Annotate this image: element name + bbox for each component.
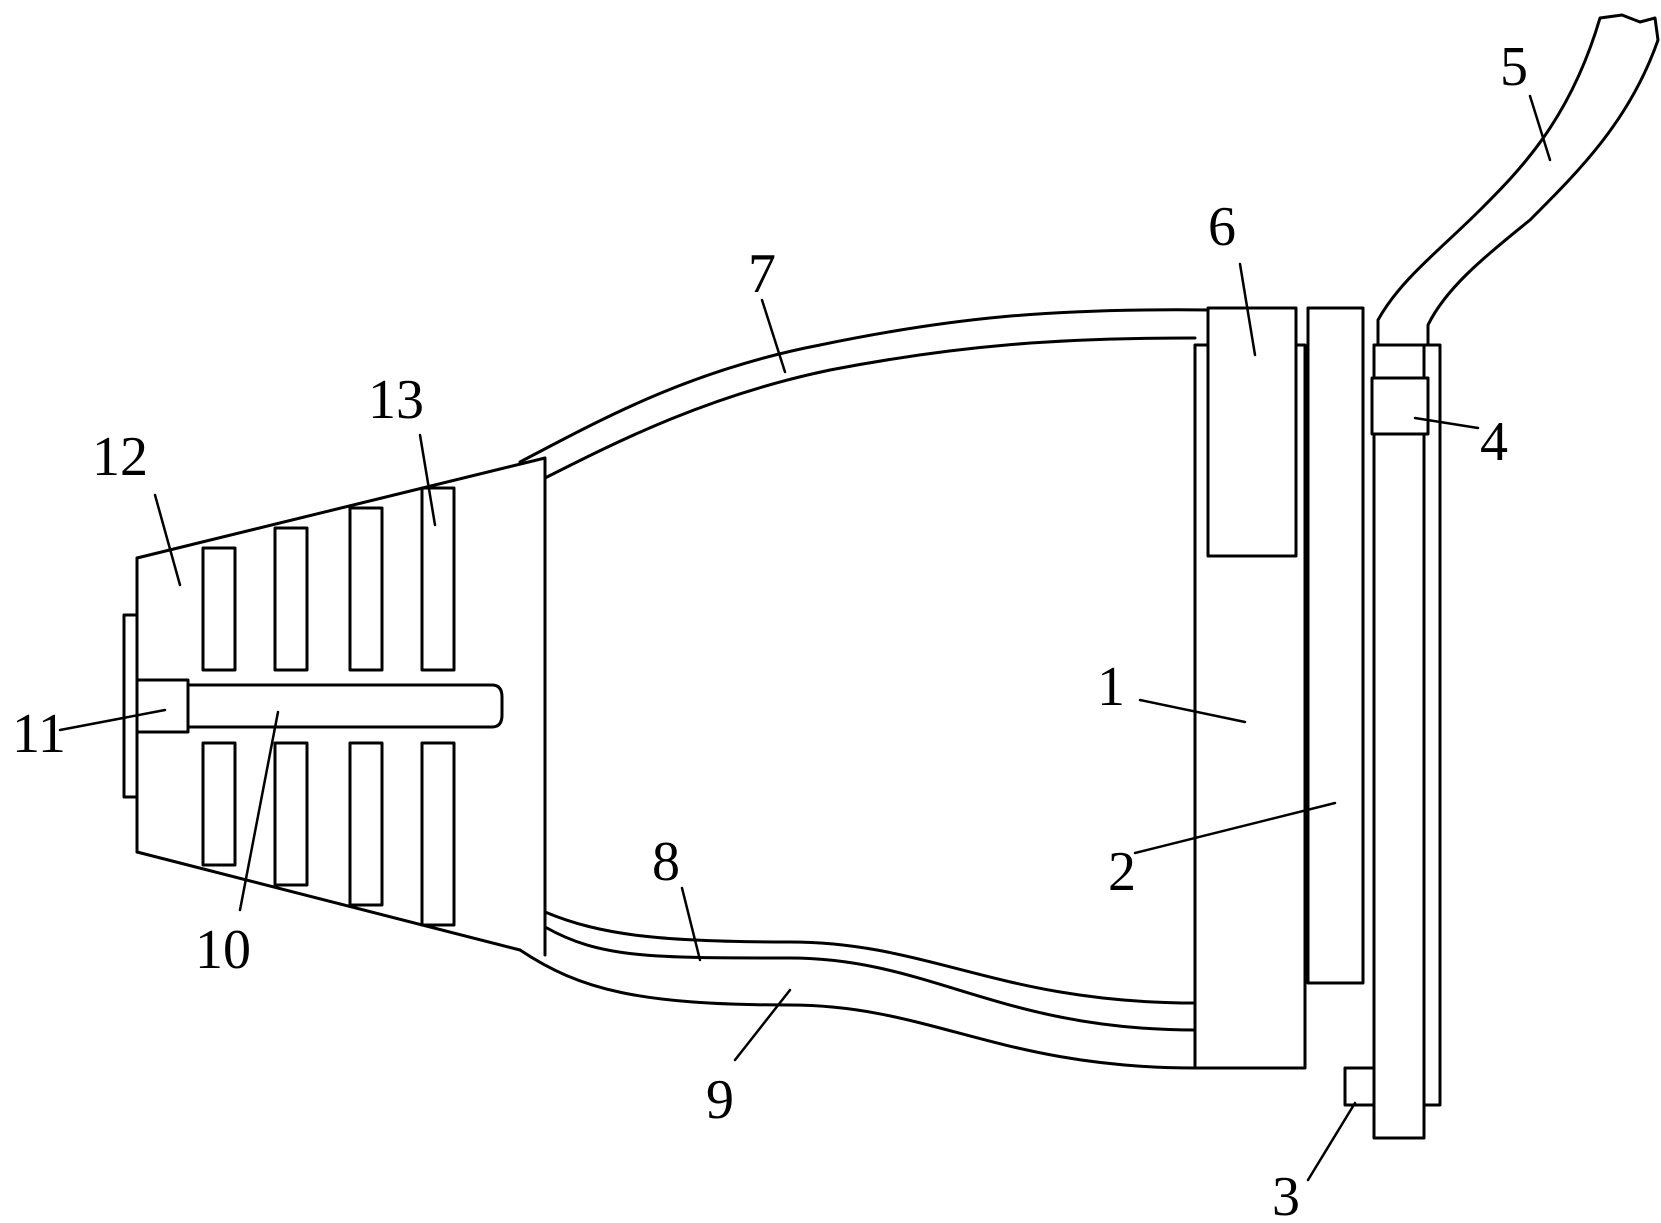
casing-7-outer: [518, 308, 1214, 464]
label-9: 9: [706, 1069, 734, 1131]
vent-slot: [348, 741, 384, 907]
label-12: 12: [92, 426, 148, 488]
leader-3: [1306, 1101, 1357, 1182]
handle-5: [1376, 13, 1660, 347]
clip-4: [1370, 376, 1430, 436]
nozzle-bottom-edge: [135, 850, 522, 952]
leader-5: [1528, 94, 1552, 162]
label-5: 5: [1500, 36, 1528, 98]
leader-12: [153, 493, 182, 587]
housing-outline: [135, 308, 1214, 1070]
leader-2: [1133, 801, 1337, 855]
vent-slot: [201, 741, 237, 867]
label-3: 3: [1272, 1166, 1300, 1223]
rod-10: [185, 683, 504, 729]
leader-7: [760, 298, 787, 374]
leader-11: [58, 708, 167, 732]
vent-slots: [201, 486, 456, 927]
leader-4: [1413, 416, 1480, 430]
casing-9-bottom: [518, 948, 1197, 1070]
label-10: 10: [195, 919, 251, 981]
casing-7-inner: [543, 336, 1197, 480]
label-8: 8: [652, 831, 680, 893]
end-cap: [122, 613, 139, 799]
block-6: [1206, 306, 1298, 558]
leader-6: [1238, 262, 1257, 357]
label-4: 4: [1480, 411, 1508, 473]
vent-slot: [201, 546, 237, 672]
label-7: 7: [748, 243, 776, 305]
vent-slot: [273, 526, 309, 672]
leader-1: [1138, 698, 1247, 724]
leader-9: [733, 988, 792, 1062]
rail: [1372, 343, 1426, 1140]
nozzle-top-edge: [135, 456, 547, 560]
label-2: 2: [1108, 841, 1136, 903]
leader-10: [238, 710, 280, 912]
casing-8-lower: [543, 925, 1197, 1032]
label-13: 13: [368, 369, 424, 431]
slider-3: [1343, 1066, 1377, 1107]
plate-2: [1306, 306, 1365, 985]
leader-lines: [58, 94, 1552, 1182]
leader-8: [680, 886, 702, 962]
vent-slot: [420, 486, 456, 672]
vent-slot: [273, 741, 309, 887]
label-11: 11: [12, 703, 66, 765]
central-rod: [122, 613, 504, 799]
vent-slot: [420, 741, 456, 927]
vent-slot: [348, 506, 384, 672]
label-1: 1: [1097, 656, 1125, 718]
reference-numerals: 1 2 3 4 5 6 7 8 9 10 11 12 13: [12, 36, 1528, 1223]
label-6: 6: [1208, 196, 1236, 258]
rear-assembly: [1193, 13, 1660, 1140]
casing-8-upper: [543, 910, 1197, 1005]
leader-13: [418, 433, 437, 527]
